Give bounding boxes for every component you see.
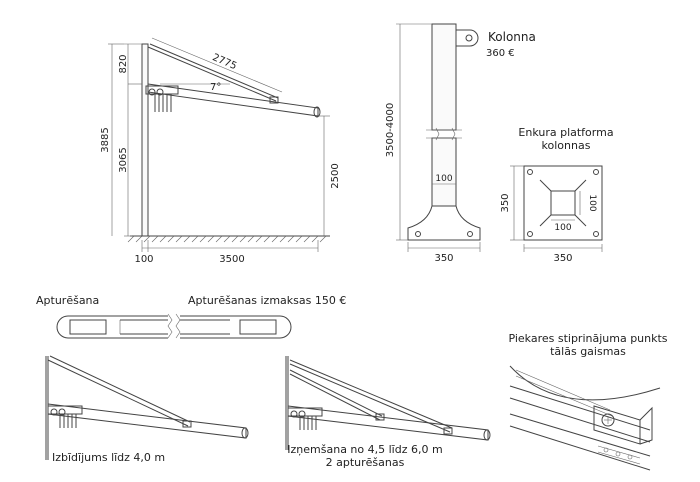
variant-a-caption: Izbīdījums līdz 4,0 m — [52, 451, 166, 464]
dim-total: 3885 — [100, 127, 111, 152]
stop-price-label: Apturēšanas izmaksas 150 € — [188, 294, 347, 307]
plate-dim-inner-h: 100 — [554, 223, 571, 233]
plate-dim-inner-v: 100 — [587, 194, 597, 211]
side-view-drawing: 2775 820 3885 3065 7° 2500 100 3500 — [100, 37, 341, 265]
dim-right: 2500 — [330, 163, 341, 188]
anchor-plate-drawing: 350 100 100 350 — [500, 165, 603, 264]
dim-span: 3500 — [219, 254, 244, 265]
dim-lower: 3065 — [118, 147, 129, 172]
column-dim-base: 350 — [434, 253, 453, 264]
column-drawing: 3500-4000 100 350 — [385, 23, 481, 264]
anchor-plate-title-line1: Enkura platforma — [518, 126, 614, 139]
stop-bar-drawing — [56, 313, 292, 339]
plate-dim-side: 350 — [500, 193, 511, 212]
anchor-plate-title: Enkura platforma kolonnas — [506, 126, 626, 152]
stop-label: Apturēšana — [36, 294, 100, 307]
column-dim-width: 100 — [435, 174, 452, 184]
column-dim-height: 3500-4000 — [385, 103, 396, 158]
variant-b-caption-line2: 2 apturēšanas — [325, 456, 405, 469]
plate-dim-bottom: 350 — [553, 253, 572, 264]
dim-angle: 7° — [210, 82, 221, 93]
dim-base-left: 100 — [134, 254, 153, 265]
column-title: Kolonna — [488, 30, 536, 44]
dim-top-diag: 2775 — [211, 52, 239, 72]
variant-b-caption: Izņemšana no 4,5 līdz 6,0 m 2 apturēšana… — [280, 443, 450, 469]
detail-title: Piekares stiprinājuma punkts tālās gaism… — [498, 332, 678, 358]
detail-title-line2: tālās gaismas — [550, 345, 626, 358]
variant-a-drawing — [45, 355, 249, 460]
dim-upper: 820 — [118, 54, 129, 73]
variant-b-caption-line1: Izņemšana no 4,5 līdz 6,0 m — [287, 443, 443, 456]
anchor-plate-title-line2: kolonnas — [541, 139, 591, 152]
detail-drawing — [509, 365, 661, 471]
detail-title-line1: Piekares stiprinājuma punkts — [508, 332, 668, 345]
variant-b-drawing — [285, 356, 491, 450]
column-price: 360 € — [486, 48, 515, 59]
